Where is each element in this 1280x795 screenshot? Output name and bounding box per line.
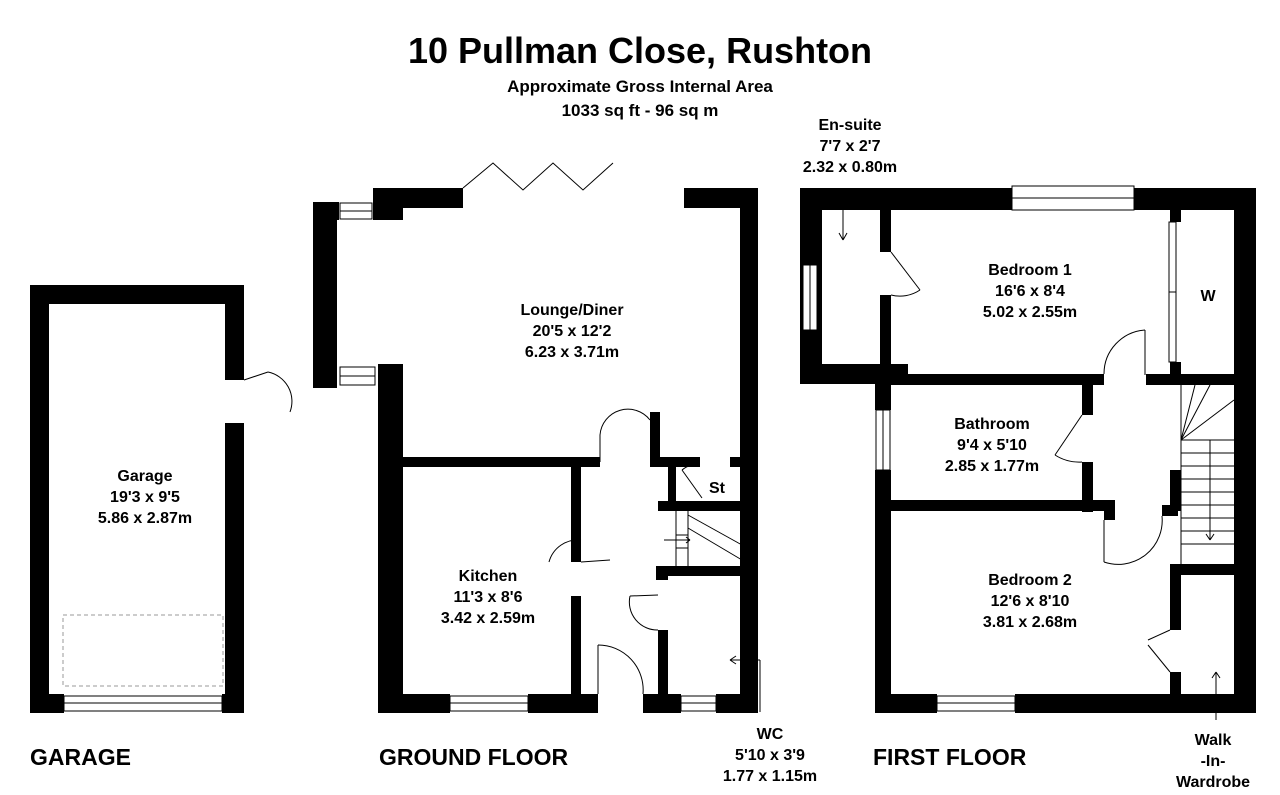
room-imperial: 16'6 x 8'4 bbox=[995, 283, 1065, 300]
room-imperial: 11'3 x 8'6 bbox=[453, 589, 523, 606]
room-imperial: 12'6 x 8'10 bbox=[990, 593, 1070, 610]
room-name: Bedroom 2 bbox=[988, 572, 1072, 589]
room-metric: 6.23 x 3.71m bbox=[524, 344, 620, 361]
room-imperial: 19'3 x 9'5 bbox=[110, 489, 180, 506]
room-bedroom1: Bedroom 1 16'6 x 8'4 5.02 x 2.55m bbox=[955, 260, 1105, 323]
ground-stairs bbox=[664, 511, 743, 566]
room-metric: 3.81 x 2.68m bbox=[982, 614, 1078, 631]
room-line: Wardrobe bbox=[1175, 774, 1251, 791]
room-metric: 3.42 x 2.59m bbox=[440, 610, 536, 627]
room-name: Bedroom 1 bbox=[988, 262, 1072, 279]
room-bedroom2: Bedroom 2 12'6 x 8'10 3.81 x 2.68m bbox=[955, 570, 1105, 633]
room-name: St bbox=[709, 480, 725, 497]
floor-label-garage: GARAGE bbox=[30, 744, 131, 770]
page-title: 10 Pullman Close, Rushton bbox=[407, 30, 873, 71]
room-line: -In- bbox=[1200, 753, 1226, 770]
room-name: Bathroom bbox=[954, 416, 1030, 433]
room-imperial: 5'10 x 3'9 bbox=[735, 747, 805, 764]
room-name: WC bbox=[756, 726, 784, 743]
room-name: Lounge/Diner bbox=[520, 302, 624, 319]
room-name: W bbox=[1200, 288, 1216, 305]
floor-label-first: FIRST FLOOR bbox=[873, 744, 1027, 770]
room-garage: Garage 19'3 x 9'5 5.86 x 2.87m bbox=[70, 466, 220, 529]
room-walkin-wardrobe: Walk -In- Wardrobe bbox=[1150, 730, 1276, 793]
room-metric: 5.86 x 2.87m bbox=[97, 510, 193, 527]
room-metric: 2.32 x 0.80m bbox=[802, 159, 898, 176]
first-stairs bbox=[1180, 384, 1235, 564]
walls bbox=[30, 188, 1256, 713]
floor-label-ground: GROUND FLOOR bbox=[379, 744, 569, 770]
room-wc: WC 5'10 x 3'9 1.77 x 1.15m bbox=[700, 724, 840, 787]
room-store: St bbox=[700, 478, 734, 499]
room-ensuite: En-suite 7'7 x 2'7 2.32 x 0.80m bbox=[775, 115, 925, 178]
room-metric: 1.77 x 1.15m bbox=[722, 768, 818, 785]
room-lounge: Lounge/Diner 20'5 x 12'2 6.23 x 3.71m bbox=[497, 300, 647, 363]
callout-lines bbox=[729, 188, 1221, 720]
room-name: En-suite bbox=[818, 117, 882, 134]
room-metric: 2.85 x 1.77m bbox=[944, 458, 1040, 475]
doors bbox=[243, 162, 1171, 695]
room-name: Garage bbox=[117, 468, 173, 485]
garage-door-outline bbox=[62, 614, 224, 687]
room-bathroom: Bathroom 9'4 x 5'10 2.85 x 1.77m bbox=[912, 414, 1072, 477]
room-line: Walk bbox=[1194, 732, 1232, 749]
room-imperial: 7'7 x 2'7 bbox=[819, 138, 881, 155]
room-metric: 5.02 x 2.55m bbox=[982, 304, 1078, 321]
room-imperial: 20'5 x 12'2 bbox=[532, 323, 612, 340]
room-imperial: 9'4 x 5'10 bbox=[957, 437, 1027, 454]
room-kitchen: Kitchen 11'3 x 8'6 3.42 x 2.59m bbox=[413, 566, 563, 629]
room-name: Kitchen bbox=[458, 568, 518, 585]
area-subtitle: Approximate Gross Internal Area bbox=[507, 77, 773, 96]
room-wardrobe: W bbox=[1190, 286, 1226, 307]
area-total: 1033 sq ft - 96 sq m bbox=[561, 101, 719, 120]
